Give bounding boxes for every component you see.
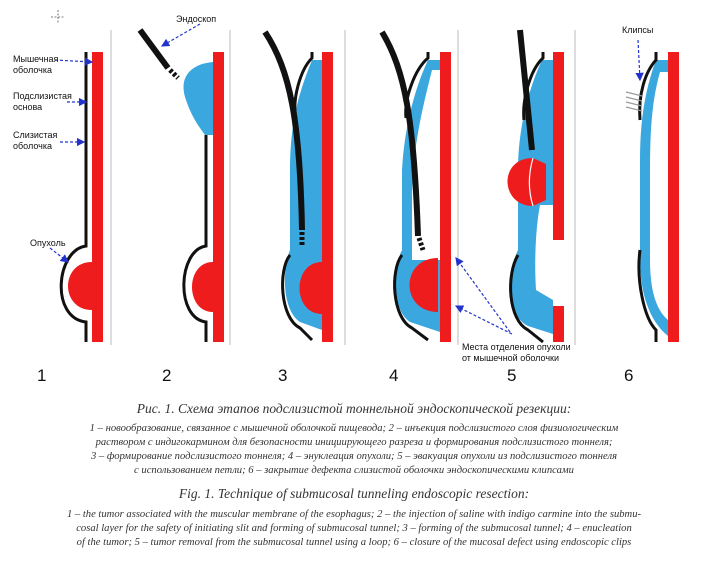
label-detach-2: от мышечной оболочки <box>462 353 559 363</box>
caption-ru-line-3: 3 – формирование подслизистого тоннеля; … <box>90 451 618 462</box>
muscle-layer <box>440 52 451 342</box>
tumor <box>409 258 438 312</box>
diagram-labels: Мышечная оболочка Подслизистая основа Сл… <box>13 14 653 363</box>
mucosa-line <box>182 135 208 342</box>
stage-number-4: 4 <box>389 366 398 385</box>
stage-1-panel <box>59 52 103 342</box>
caption-en-line-2: cosal layer for the safety of initiating… <box>76 523 632 534</box>
tumor <box>68 262 92 310</box>
label-tumor: Опухоль <box>30 238 66 248</box>
snare-loop <box>528 157 534 207</box>
muscle-layer <box>92 52 103 342</box>
stage-number-6: 6 <box>624 366 633 385</box>
label-mucosa-2: оболочка <box>13 141 52 151</box>
tunnel-space <box>535 205 553 300</box>
label-submucosa-2: основа <box>13 102 42 112</box>
muscle-layer <box>322 52 333 342</box>
muscle-layer-upper <box>553 52 564 240</box>
caption-en-title: Fig. 1. Technique of submucosal tunnelin… <box>178 486 530 501</box>
tumor <box>192 262 213 312</box>
label-detach-1: Места отделения опухоли <box>462 342 571 352</box>
stage-numbers: 1 2 3 4 5 6 <box>37 366 633 385</box>
label-muscle-2: оболочка <box>13 65 52 75</box>
resected-tumor <box>507 158 546 206</box>
label-submucosa-1: Подслизистая <box>13 91 72 101</box>
stage-5-panel <box>507 29 564 344</box>
endoscope-tip <box>168 68 180 80</box>
stage-number-2: 2 <box>162 366 171 385</box>
mucosa-line-lower <box>393 254 429 342</box>
muscle-layer <box>668 52 679 342</box>
label-muscle-1: Мышечная <box>13 54 59 64</box>
label-mucosa-1: Слизистая <box>13 130 57 140</box>
caption-en-line-1: 1 – the tumor associated with the muscul… <box>66 509 642 520</box>
caption-ru-line-1: 1 – новообразование, связанное с мышечно… <box>89 423 619 434</box>
endoscope <box>379 30 421 237</box>
tunnel-space <box>650 72 668 320</box>
endoscopic-clips-icon <box>625 91 643 112</box>
mucosa-line-lower <box>509 254 544 344</box>
crosshair-mark-icon <box>51 10 65 24</box>
annotation-arrows <box>49 23 644 335</box>
endoscope <box>262 30 305 231</box>
caption-ru-line-2: раствором с индигокармином для безопасно… <box>95 437 613 448</box>
endoscope <box>137 28 171 70</box>
mucosa-line-lower <box>281 254 314 342</box>
stage-number-1: 1 <box>37 366 46 385</box>
mucosa-line <box>522 52 545 121</box>
saline-cushion <box>183 62 213 135</box>
stage-6-panel <box>625 52 679 342</box>
mucosa-line <box>59 52 88 342</box>
stage-number-5: 5 <box>507 366 516 385</box>
endoscope <box>517 29 535 151</box>
tumor <box>299 262 322 314</box>
label-clips: Клипсы <box>622 25 653 35</box>
stage-2-panel <box>137 28 224 342</box>
muscle-layer-lower <box>553 306 564 342</box>
stage-4-panel <box>379 30 451 342</box>
stage-3-panel <box>262 30 333 342</box>
caption-ru-title: Рис. 1. Схема этапов подслизистой тоннел… <box>136 401 572 416</box>
caption-en-line-3: of the tumor; 5 – tumor removal from the… <box>76 537 632 548</box>
panel-separators <box>110 30 576 345</box>
mucosa-line-lower <box>637 249 658 342</box>
stage-number-3: 3 <box>278 366 287 385</box>
label-endoscope: Эндоскоп <box>176 14 216 24</box>
endoscope-tip <box>416 237 426 251</box>
muscle-layer <box>213 52 224 342</box>
mucosa-line <box>638 52 658 121</box>
tunneling-resection-diagram: Мышечная оболочка Подслизистая основа Сл… <box>13 10 679 385</box>
caption-ru-line-4: с использованием петли; 6 – закрытие деф… <box>134 465 574 476</box>
